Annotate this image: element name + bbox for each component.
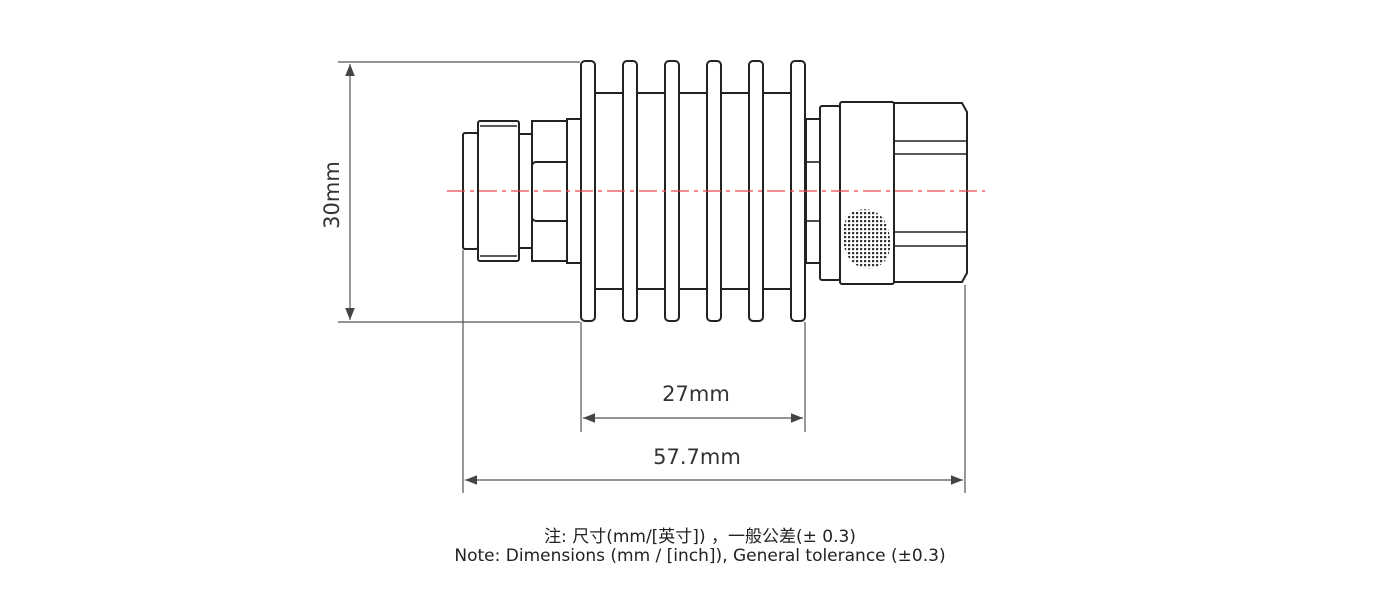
height-label: 30mm [320,161,344,229]
overall-length-label: 57.7mm [653,445,741,469]
overall-length-dimension: 57.7mm [462,250,966,493]
note-english: Note: Dimensions (mm / [inch]), General … [454,546,946,566]
body-length-label: 27mm [662,382,730,406]
note-chinese: 注: 尺寸(mm/[英寸]) ，一般公差(± 0.3) [544,527,856,547]
knurl-hatch [842,209,891,269]
height-dimension: 30mm [320,61,580,323]
body-length-dimension: 27mm [580,322,806,432]
right-connector [805,101,968,285]
